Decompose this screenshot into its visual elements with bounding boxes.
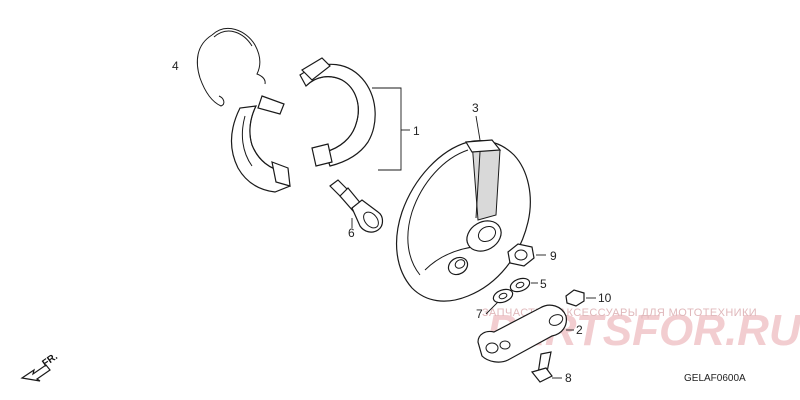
callout-6: 6 — [348, 226, 355, 240]
part-10-nut — [565, 289, 596, 307]
part-2-brake-arm — [477, 304, 574, 363]
callout-7: 7 — [476, 307, 483, 321]
callout-3: 3 — [472, 101, 479, 115]
callout-10: 10 — [598, 291, 612, 305]
callout-8: 8 — [565, 371, 572, 385]
part-7-dust-seal — [485, 288, 514, 315]
direction-arrow: FR. — [20, 351, 60, 382]
part-4-brake-spring — [196, 27, 266, 107]
part-8-bolt — [530, 351, 562, 383]
callout-5: 5 — [540, 277, 547, 291]
part-1-brake-shoe-front — [230, 95, 291, 193]
part-3-brake-panel — [395, 115, 531, 302]
part-6-brake-cam — [329, 179, 384, 233]
callout-1: 1 — [413, 124, 420, 138]
callout-2: 2 — [576, 323, 583, 337]
arrow-icon — [20, 364, 51, 382]
bracket-part-1 — [372, 87, 410, 171]
part-5-washer — [509, 277, 538, 293]
callout-9: 9 — [550, 249, 557, 263]
part-1-brake-shoe-rear — [299, 57, 376, 167]
callout-4: 4 — [172, 59, 179, 73]
diagram-code: GELAF0600A — [684, 373, 746, 384]
part-9-nut — [507, 243, 546, 267]
